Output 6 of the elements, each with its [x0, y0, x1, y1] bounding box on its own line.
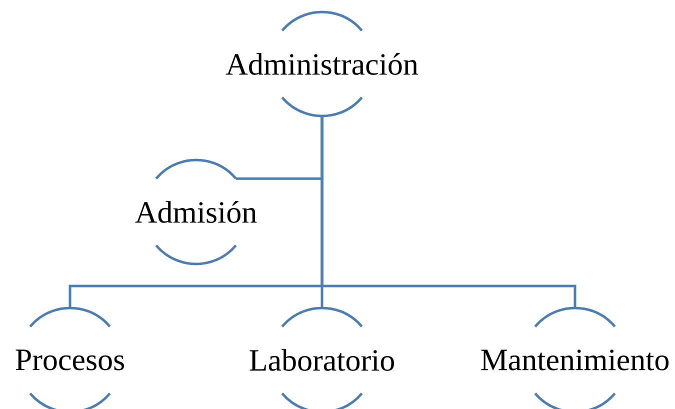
circle-node: Procesos	[16, 306, 124, 409]
connector-line	[320, 116, 576, 308]
circle-node: Admisión	[135, 158, 257, 266]
circle-node: Mantenimiento	[481, 306, 669, 409]
circle-node: Laboratorio	[250, 306, 394, 409]
circle-node: Administración	[226, 10, 418, 118]
